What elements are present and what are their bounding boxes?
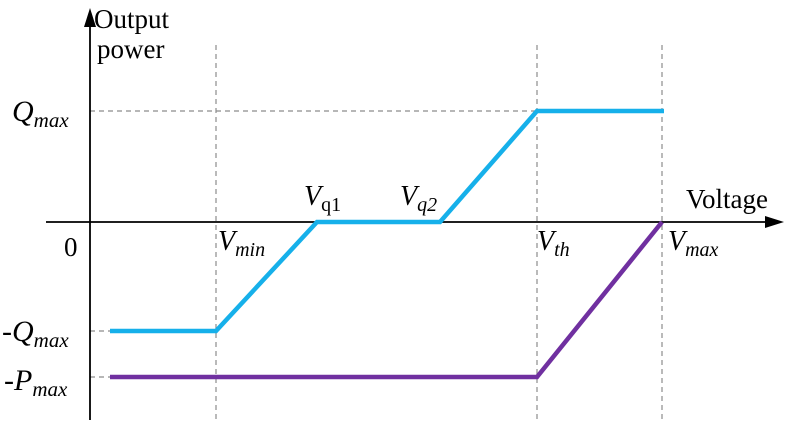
tick-neg-qmax-symbol: Q (12, 315, 34, 348)
tick-vq2-subscript: q2 (417, 194, 437, 216)
active-power-curve (110, 220, 664, 380)
tick-neg-pmax-subscript: max (32, 377, 68, 401)
tick-vmax-symbol: V (668, 226, 688, 257)
tick-vth-subscript: th (554, 239, 570, 261)
axes (46, 8, 784, 420)
tick-vq2: Vq2 (400, 181, 437, 216)
tick-vq1-subscript: q1 (321, 194, 341, 216)
origin-label: 0 (64, 232, 78, 262)
tick-vq1: Vq1 (304, 181, 341, 216)
y-axis-title-line1: Output (94, 4, 170, 34)
tick-neg-pmax-sign: - (4, 364, 14, 397)
tick-vmax-subscript: max (685, 239, 718, 261)
x-axis-arrowhead (765, 216, 784, 228)
tick-neg-pmax-symbol: P (13, 364, 32, 397)
tick-vq2-symbol: V (400, 181, 420, 212)
reactive-power-curve (110, 108, 664, 334)
guide-lines (90, 45, 663, 420)
tick-vmin: Vmin (218, 226, 265, 261)
tick-vth-symbol: V (537, 226, 557, 257)
tick-neg-qmax-subscript: max (34, 328, 70, 352)
tick-qmax-subscript: max (34, 108, 70, 132)
tick-vmin-symbol: V (218, 226, 238, 257)
tick-qmax-symbol: Q (12, 95, 34, 128)
tick-qmax: Qmax (12, 95, 69, 132)
y-axis-title-line2: power (97, 34, 164, 64)
tick-neg-pmax: -Pmax (4, 364, 68, 401)
tick-vmax: Vmax (668, 226, 719, 261)
tick-vmin-subscript: min (235, 239, 265, 261)
tick-vq1-symbol: V (304, 181, 324, 212)
x-axis-title: Voltage (686, 184, 768, 214)
tick-neg-qmax: -Qmax (2, 315, 69, 352)
tick-vth: Vth (537, 226, 570, 261)
tick-neg-qmax-sign: - (2, 315, 12, 348)
y-axis-arrowhead (84, 8, 96, 27)
